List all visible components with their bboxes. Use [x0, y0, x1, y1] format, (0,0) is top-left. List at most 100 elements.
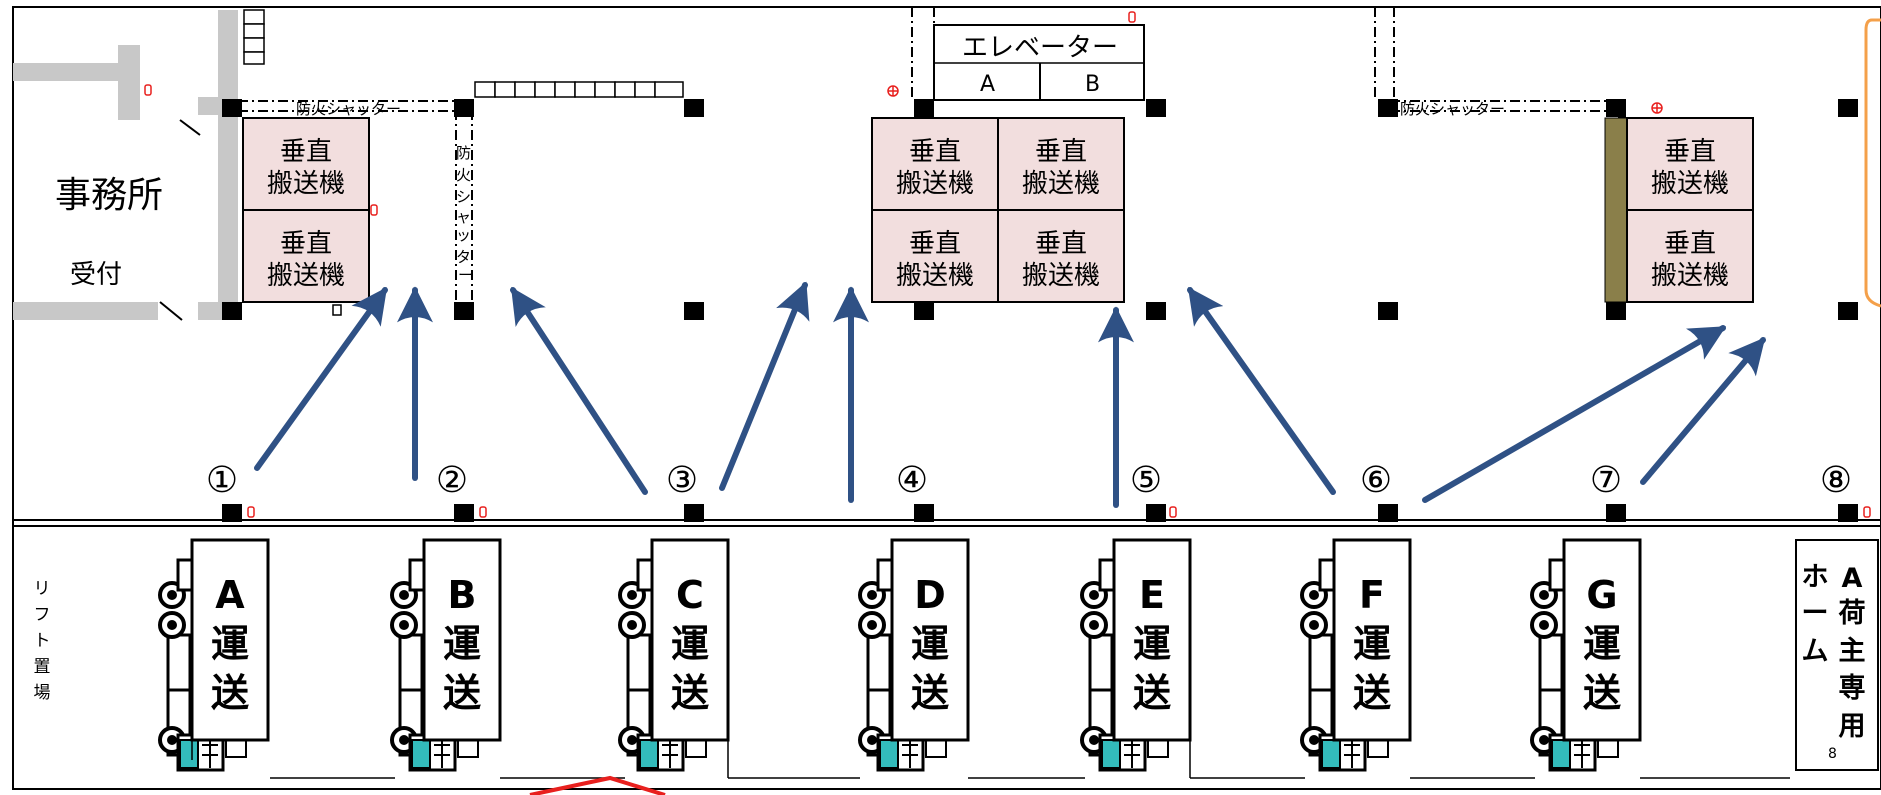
- office-wall: [118, 45, 140, 120]
- truck-word: 送: [1583, 671, 1621, 715]
- svg-text:フ: フ: [34, 605, 51, 625]
- truck-company: D: [914, 573, 946, 617]
- shipper-home-char: 用: [1839, 711, 1866, 742]
- truck-a: A 運 送: [158, 538, 270, 772]
- elevator-car-a: A: [980, 72, 995, 97]
- shipper-home-char: ム: [1802, 636, 1829, 667]
- flow-arrow: [1187, 287, 1336, 495]
- conveyor-label: 搬送機: [1022, 169, 1100, 199]
- shipper-home-char: 荷: [1839, 598, 1866, 629]
- svg-text:ャ: ャ: [456, 208, 471, 226]
- truck-word: 送: [671, 671, 709, 715]
- flow-arrow: [1640, 337, 1766, 485]
- office-wall: [13, 302, 158, 320]
- svg-text:火: 火: [456, 166, 471, 184]
- shipper-home: A 荷 主 専 用 ホ ー ム 8: [1795, 539, 1879, 771]
- conveyor-label: 搬送機: [1651, 169, 1729, 199]
- flow-arrow: [719, 281, 810, 491]
- svg-text:場: 場: [34, 683, 51, 703]
- dock-number: ⑤: [1130, 460, 1162, 501]
- shipper-home-char: A: [1842, 563, 1863, 594]
- flow-arrow: [510, 286, 648, 495]
- red-marker: [529, 775, 666, 795]
- truck-word: 送: [1353, 671, 1391, 715]
- svg-text:シ: シ: [456, 188, 471, 206]
- truck-word: 送: [211, 671, 249, 715]
- office-partition: [218, 10, 238, 320]
- truck-e: E 運 送: [1080, 538, 1192, 772]
- svg-text:リ: リ: [34, 579, 51, 599]
- conveyor-label: 垂直: [1035, 229, 1087, 259]
- truck-f: F 運 送: [1300, 538, 1412, 772]
- truck-b: B 運 送: [390, 538, 502, 772]
- shipper-home-char: 専: [1839, 673, 1866, 704]
- truck-word: 送: [443, 671, 481, 715]
- conveyor-label: 垂直: [1035, 137, 1087, 167]
- elevator: エレベーター A B: [933, 24, 1145, 101]
- flow-arrow: [254, 287, 388, 471]
- truck-word: 運: [211, 622, 249, 666]
- pillars: [222, 99, 1858, 522]
- elevator-label: エレベーター: [962, 33, 1118, 63]
- dock-numbers: ① ② ③ ④ ⑤ ⑥ ⑦ ⑧: [206, 460, 1852, 501]
- truck-company: G: [1586, 573, 1617, 617]
- svg-text:ッ: ッ: [456, 226, 471, 244]
- dock-number: ⑧: [1820, 460, 1852, 501]
- truck-word: 運: [1353, 622, 1391, 666]
- shipper-home-number: 8: [1828, 746, 1837, 762]
- truck-word: 運: [671, 622, 709, 666]
- conveyor-label: 搬送機: [896, 169, 974, 199]
- vertical-conveyor-group-1: [242, 117, 370, 303]
- fire-shutter-label: 防火シャッター: [296, 100, 401, 118]
- conveyor-label: 搬送機: [267, 169, 345, 199]
- truck-word: 運: [443, 622, 481, 666]
- dock-number: ①: [206, 460, 238, 501]
- lift-area-label: リ フ ト 置 場: [34, 579, 51, 703]
- dock-number: ②: [436, 460, 468, 501]
- conveyor-label: 搬送機: [896, 261, 974, 291]
- shipper-home-char: 主: [1839, 636, 1866, 667]
- truck-c: C 運 送: [618, 538, 730, 772]
- truck-word: 運: [911, 622, 949, 666]
- conveyor-label: 垂直: [280, 137, 332, 167]
- flow-arrow: [1422, 325, 1727, 503]
- conveyor-label: 垂直: [909, 137, 961, 167]
- truck-company: F: [1359, 573, 1385, 617]
- truck-word: 送: [1133, 671, 1171, 715]
- dock-number: ③: [666, 460, 698, 501]
- truck-company: C: [676, 573, 704, 617]
- office-wall: [13, 63, 140, 81]
- svg-text:タ: タ: [456, 248, 471, 266]
- conveyor-label: 垂直: [1664, 229, 1716, 259]
- conveyor-label: 垂直: [280, 229, 332, 259]
- svg-text:ト: ト: [34, 631, 51, 651]
- conveyor-label: 垂直: [1664, 137, 1716, 167]
- dock-number: ⑦: [1590, 460, 1622, 501]
- truck-company: A: [215, 573, 245, 617]
- truck-word: 運: [1133, 622, 1171, 666]
- flow-arrows: [254, 281, 1766, 508]
- dock-number: ⑥: [1360, 460, 1392, 501]
- vertical-conveyor-group-2: [871, 117, 1125, 303]
- elevator-car-b: B: [1085, 72, 1100, 97]
- stacked-boxes: [243, 9, 265, 65]
- truck-company: E: [1139, 573, 1165, 617]
- truck-word: 送: [911, 671, 949, 715]
- office-label: 事務所: [55, 175, 163, 216]
- svg-text:置: 置: [34, 657, 51, 677]
- shipper-home-char: ホ: [1802, 562, 1829, 593]
- truck-word: 運: [1583, 622, 1621, 666]
- fire-shutter-vertical-label: 防 火 シ ャ ッ タ ー: [456, 144, 473, 284]
- svg-text:ー: ー: [458, 266, 473, 284]
- fire-shutter-label: 防火シャッター: [1400, 100, 1505, 118]
- reception-label: 受付: [70, 260, 122, 290]
- orange-boundary: [1864, 18, 1881, 308]
- conveyor-label: 搬送機: [1022, 261, 1100, 291]
- svg-text:防: 防: [456, 144, 471, 162]
- truck-g: G 運 送: [1530, 538, 1642, 772]
- conveyor-label: 搬送機: [267, 261, 345, 291]
- bay-lines: [270, 740, 1790, 779]
- pallet-row: [474, 81, 684, 98]
- truck-company: B: [448, 573, 477, 617]
